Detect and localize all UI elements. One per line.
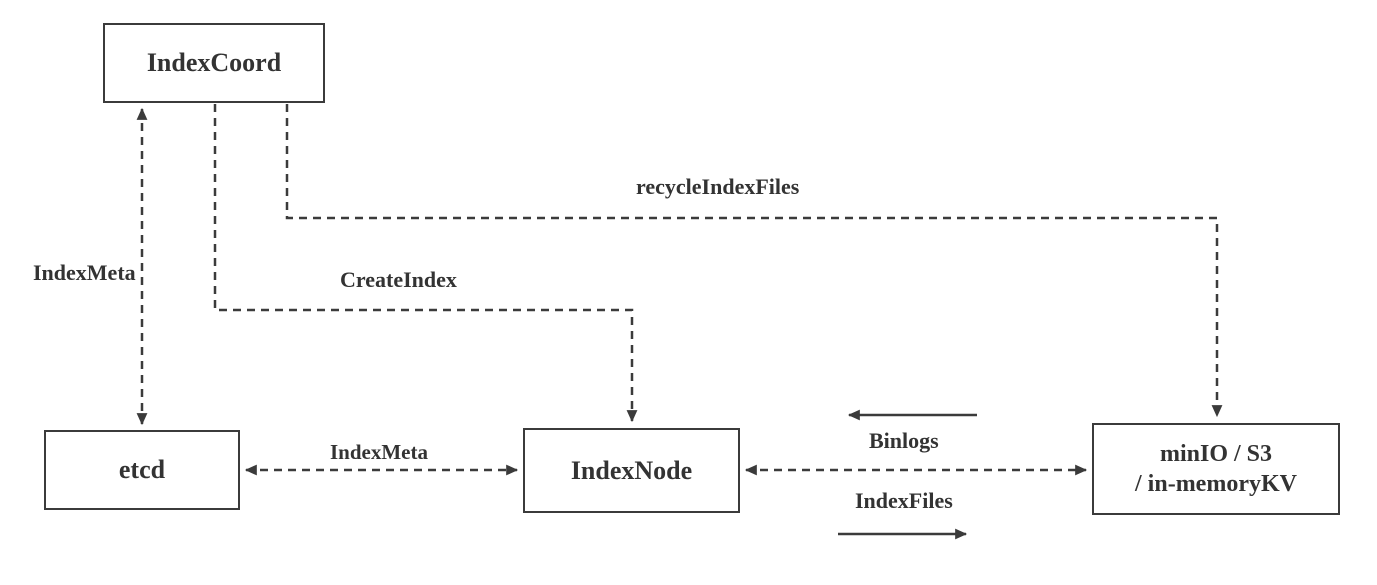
- edge-recycleindexfiles: [285, 104, 1223, 418]
- edge-label-binlogs: Binlogs: [869, 428, 939, 453]
- node-indexcoord: IndexCoord: [103, 23, 325, 103]
- edge-label-indexfiles: IndexFiles: [855, 488, 953, 513]
- edge-label-createindex: CreateIndex: [340, 267, 457, 292]
- node-indexnode-label: IndexNode: [570, 455, 693, 485]
- edge-label-indexmeta-horizontal: IndexMeta: [330, 440, 428, 464]
- edge-label-recycleindexfiles: recycleIndexFiles: [636, 174, 800, 199]
- edge-createindex: [213, 104, 638, 423]
- node-storage-label-line2: / in-memoryKV: [1135, 471, 1297, 497]
- node-storage: minIO / S3 / in-memoryKV: [1092, 423, 1340, 515]
- node-etcd-label: etcd: [118, 455, 166, 484]
- node-storage-label-line1: minIO / S3: [1159, 441, 1273, 467]
- node-etcd: etcd: [44, 430, 240, 510]
- edge-label-indexmeta-vertical: IndexMeta: [33, 260, 136, 285]
- node-indexcoord-label: IndexCoord: [146, 48, 282, 77]
- node-indexnode: IndexNode: [523, 428, 740, 513]
